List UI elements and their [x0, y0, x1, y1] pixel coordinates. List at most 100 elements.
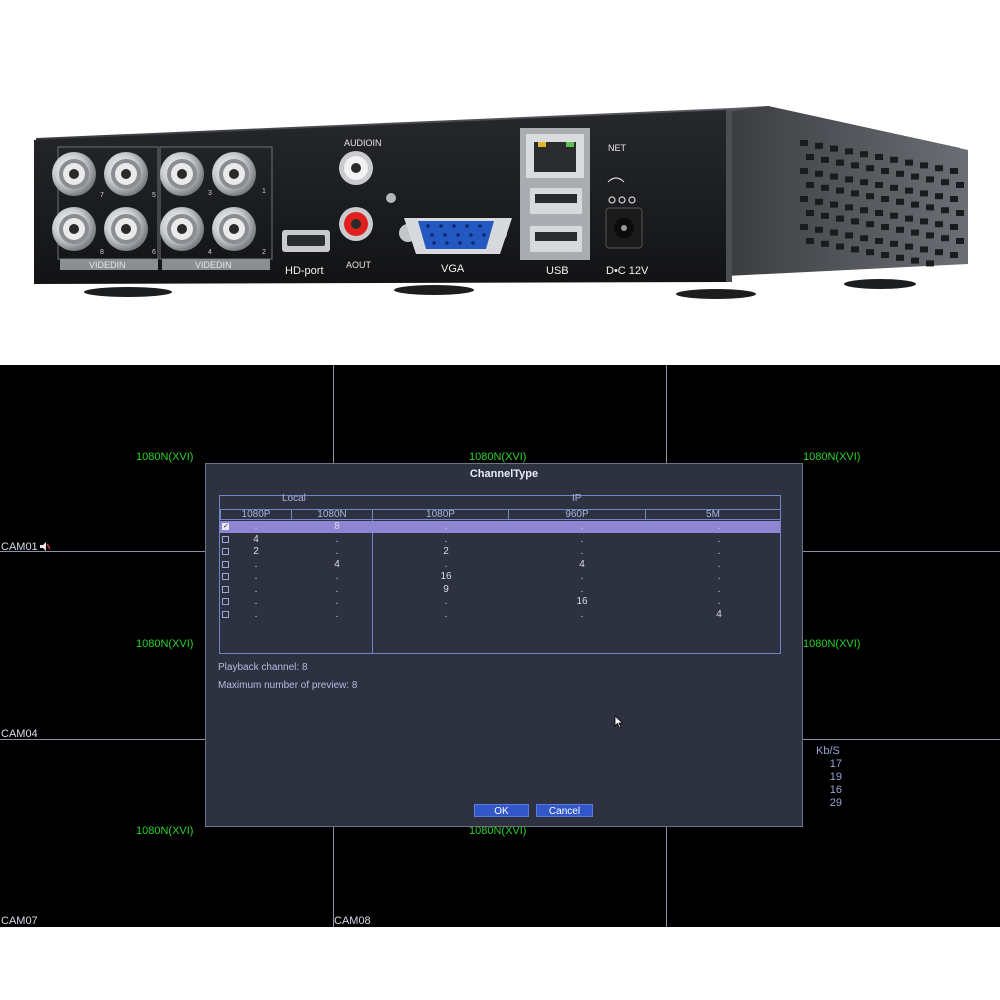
playback-channel-text: Playback channel: 8 [218, 662, 308, 673]
row-value: . [580, 583, 584, 595]
row-value: . [254, 596, 258, 607]
hdport-label: HD-port [285, 265, 324, 277]
row-checkbox[interactable] [222, 610, 229, 618]
cam08-label: CAM08 [334, 915, 371, 927]
max-preview-text: Maximum number of preview: 8 [218, 680, 358, 691]
row-value: . [444, 608, 448, 620]
row-checkbox[interactable] [222, 585, 229, 593]
row-value: 4 [579, 558, 585, 570]
row-value: . [444, 558, 448, 570]
row-value: 16 [440, 571, 452, 582]
row-checkbox[interactable] [222, 598, 229, 605]
channel-row[interactable]: 4.... [220, 534, 780, 546]
channel-row[interactable]: ....4 [220, 609, 780, 621]
row-value: . [444, 533, 448, 545]
bnc-video-input [52, 152, 96, 196]
cam01-label: CAM01 [1, 541, 50, 553]
channel-row[interactable]: ... 16. [220, 596, 780, 608]
row-value: 8 [334, 521, 340, 532]
speaker-icon [39, 542, 50, 551]
row-value: 9 [443, 583, 449, 595]
row-value: . [335, 546, 339, 557]
cell-7-resolution: 1080N(XVI) [136, 825, 194, 837]
audioin-label: AUDIOIN [344, 138, 382, 148]
group-local-header: Local [282, 493, 306, 504]
channel-row[interactable]: ..16.. [220, 571, 780, 583]
channel-row[interactable]: .4.4. [220, 559, 780, 571]
row-value: 16 [576, 596, 588, 607]
net-label: NET [608, 143, 627, 153]
dc-polarity-icon [607, 177, 636, 204]
row-value: . [717, 596, 721, 607]
row-checkbox[interactable] [222, 548, 229, 555]
row-value: 4 [716, 608, 722, 620]
row-value: . [580, 533, 584, 545]
row-value: . [444, 596, 448, 607]
bnc-channel-number: 6 [152, 249, 156, 256]
row-checkbox[interactable] [222, 560, 229, 568]
ok-button[interactable]: OK [474, 804, 529, 817]
row-value: . [717, 521, 721, 532]
row-value: . [254, 608, 258, 620]
row-checkbox[interactable] [222, 535, 229, 543]
row-value: 4 [334, 558, 340, 570]
bnc-channel-number: 2 [262, 249, 266, 256]
bitrate-value: 16 [829, 784, 842, 796]
row-value: . [717, 558, 721, 570]
channel-row[interactable]: .. 9.. [220, 584, 780, 596]
bnc-video-input [160, 152, 204, 196]
bnc-channel-number: 5 [152, 192, 156, 199]
bnc-channel-number: 8 [100, 249, 104, 256]
bitrate-value: 19 [829, 771, 842, 783]
vga-label: VGA [441, 263, 465, 275]
row-checkbox[interactable] [222, 573, 229, 580]
bnc-channel-number: 3 [208, 190, 212, 197]
bnc-video-input [104, 152, 148, 196]
cam07-label: CAM07 [1, 915, 38, 927]
dc-label: D•C 12V [606, 265, 649, 277]
row-value: . [580, 546, 584, 557]
row-value: . [444, 521, 448, 532]
group-ip-header: IP [572, 493, 582, 504]
mouse-cursor-icon [614, 715, 624, 729]
bnc-video-input [160, 207, 204, 251]
row-value: 2 [443, 546, 449, 557]
column-header: 5M [645, 509, 781, 520]
row-value: . [335, 596, 339, 607]
column-header: 960P [508, 509, 646, 520]
row-value: . [254, 583, 258, 595]
bitrate-value: 17 [829, 758, 842, 770]
cancel-button[interactable]: Cancel [536, 804, 593, 817]
row-value: . [717, 571, 721, 582]
bitrate-header: Kb/S [816, 745, 840, 757]
channel-row[interactable]: 2.2.. [220, 546, 780, 558]
cell-6-resolution: 1080N(XVI) [803, 638, 861, 650]
row-value: . [717, 533, 721, 545]
cam04-label: CAM04 [1, 728, 38, 740]
cell-1-resolution: 1080N(XVI) [136, 451, 194, 463]
row-value: . [335, 583, 339, 595]
local-ip-divider [372, 509, 373, 654]
column-header: 1080P [372, 509, 509, 520]
row-checkbox[interactable]: ✓ [222, 523, 229, 530]
bitrate-value: 29 [829, 797, 842, 809]
channel-type-table: Local IP 1080P 1080N 1080P 960P 5M ✓. 8..… [219, 493, 781, 654]
channel-row[interactable]: ✓.8... [220, 521, 780, 533]
column-header-row: 1080P 1080N 1080P 960P 5M [220, 509, 781, 520]
bnc-video-input [52, 207, 96, 251]
column-header: 1080P [220, 509, 292, 520]
videoin-right-label: VIDEDIN [195, 260, 232, 270]
bnc-video-input [212, 207, 256, 251]
bnc-channel-number: 7 [100, 192, 104, 199]
cell-8-resolution: 1080N(XVI) [469, 825, 527, 837]
row-value: . [717, 583, 721, 595]
cam01-name: CAM01 [1, 541, 38, 553]
row-value: . [254, 521, 258, 532]
row-value: . [254, 571, 258, 582]
nvr-preview-screen: 1080N(XVI) 1080N(XVI) 1080N(XVI) 1080N(X… [0, 365, 1000, 927]
bnc-channel-number: 1 [262, 188, 266, 195]
row-value: . [335, 608, 339, 620]
row-value: . [717, 546, 721, 557]
aout-label: AOUT [346, 260, 372, 270]
